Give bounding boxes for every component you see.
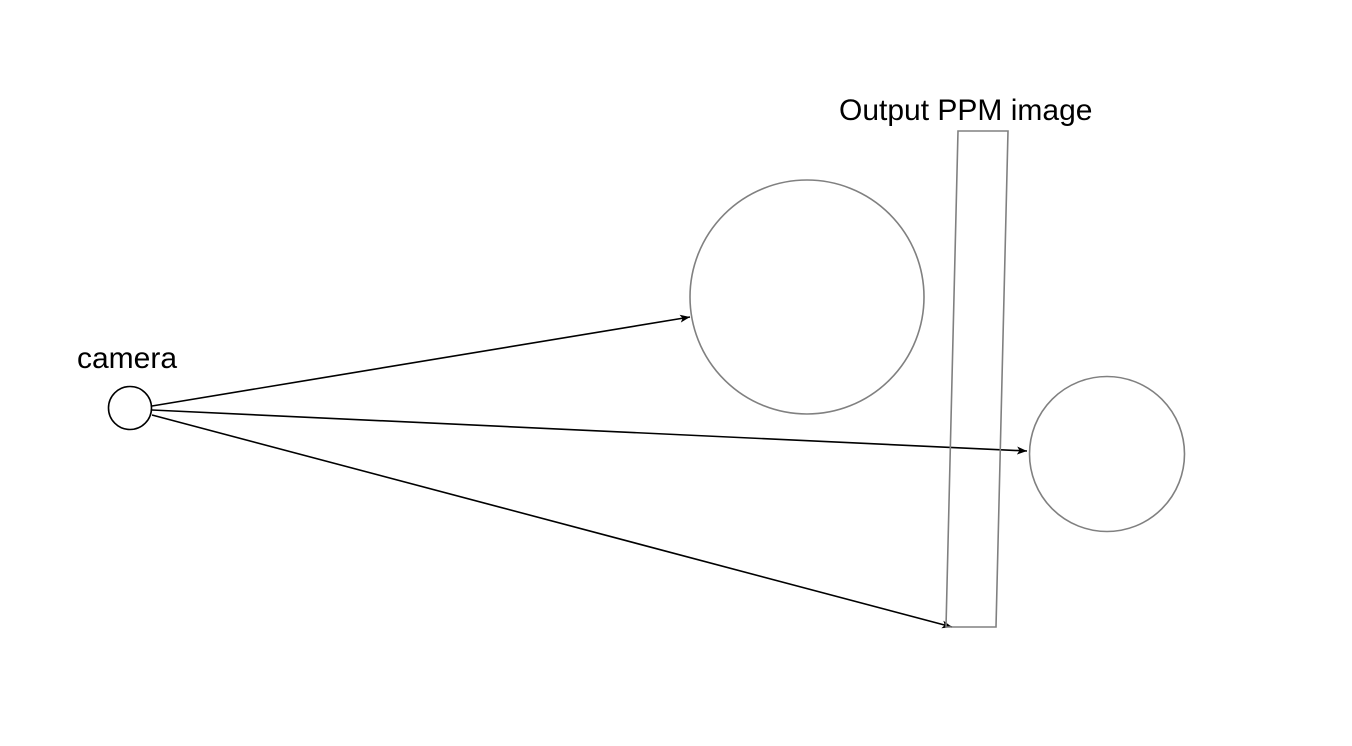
large-sphere xyxy=(689,179,925,415)
ray-to-small-sphere xyxy=(151,409,1028,455)
ray-to-image-plane-corner xyxy=(151,414,953,629)
image-plane xyxy=(945,130,1009,628)
image-plane-label: Output PPM image xyxy=(839,94,1092,127)
camera-label: camera xyxy=(77,342,177,375)
camera-circle xyxy=(107,385,153,431)
small-sphere xyxy=(1028,375,1186,533)
ray-to-large-sphere xyxy=(151,314,691,407)
